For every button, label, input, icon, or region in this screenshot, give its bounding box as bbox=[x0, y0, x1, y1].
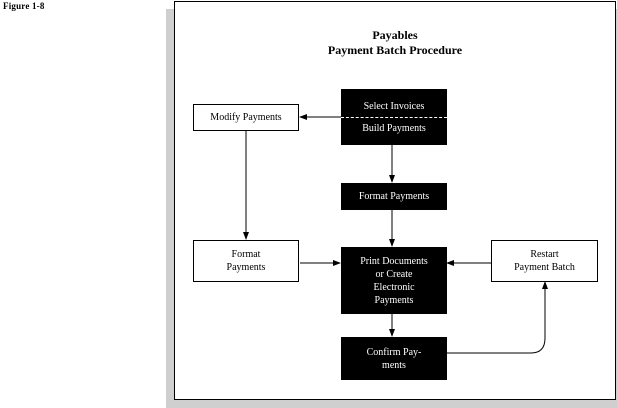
format-side-line2: Payments bbox=[226, 262, 266, 273]
figure-label: Figure 1-8 bbox=[3, 1, 45, 11]
confirm-line1: Confirm Pay- bbox=[366, 346, 422, 358]
diagram-title: Payables bbox=[372, 28, 418, 42]
restart-batch-box: Restart Payment Batch bbox=[491, 240, 598, 282]
print-line4: Payments bbox=[374, 294, 414, 306]
diagram-subtitle: Payment Batch Procedure bbox=[327, 43, 463, 57]
restart-line2: Payment Batch bbox=[514, 262, 575, 273]
print-line2: or Create bbox=[375, 268, 413, 280]
format-payments-main-box: Format Payments bbox=[341, 183, 447, 210]
select-build-divider bbox=[341, 117, 447, 118]
format-side-line1: Format bbox=[231, 249, 261, 260]
print-line1: Print Documents bbox=[360, 255, 428, 267]
build-payments-label: Build Payments bbox=[362, 122, 426, 134]
restart-line1: Restart bbox=[530, 249, 559, 260]
print-documents-box: Print Documents or Create Electronic Pay… bbox=[341, 247, 447, 314]
confirm-line2: ments bbox=[382, 359, 406, 371]
arrow-confirm-to-restart bbox=[447, 281, 548, 354]
print-line3: Electronic bbox=[373, 281, 415, 293]
format-payments-side-box: Format Payments bbox=[193, 240, 299, 282]
select-invoices-label: Select Invoices bbox=[363, 100, 425, 112]
modify-payments-box: Modify Payments bbox=[193, 104, 299, 131]
modify-payments-label: Modify Payments bbox=[210, 112, 282, 123]
format-payments-main-label: Format Payments bbox=[358, 191, 430, 202]
confirm-payments-box: Confirm Pay- ments bbox=[341, 337, 447, 380]
